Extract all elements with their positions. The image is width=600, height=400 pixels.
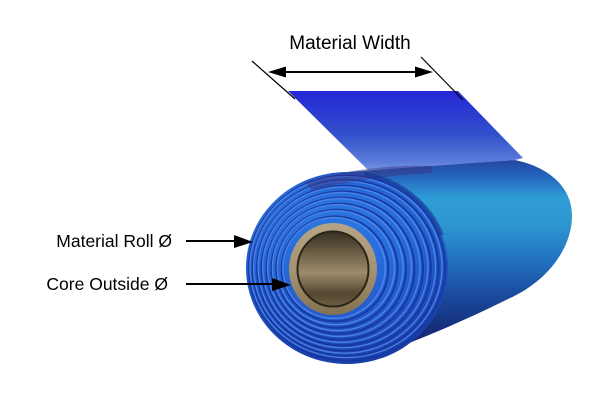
winding-ring-highlight (266, 197, 413, 338)
roll-illustration (246, 91, 573, 364)
winding-ring-highlight (276, 210, 396, 326)
winding-ring-groove (270, 202, 408, 335)
material-width-arrowhead-left (268, 66, 286, 78)
winding-ring-highlight (252, 180, 437, 354)
core-outside-arrowhead (272, 278, 291, 291)
winding-ring-groove (260, 190, 424, 347)
material-width-arrowhead-right (415, 66, 433, 78)
winding-ring-highlight (261, 191, 421, 344)
winding-ring-groove (275, 208, 399, 329)
material-roll-arrowhead (234, 235, 253, 248)
extension-line-left (251, 60, 296, 100)
material-sheet (288, 91, 523, 170)
winding-ring-groove (265, 196, 416, 341)
winding-ring-groove (280, 215, 390, 323)
sheet-liftoff-shadow (305, 165, 432, 190)
core-outside-label: Core Outside Ø (46, 274, 168, 294)
winding-ring-highlight (282, 216, 387, 320)
winding-ring-groove (256, 184, 432, 352)
face-shadow-arc (363, 172, 444, 236)
winding-rings (247, 174, 447, 362)
winding-ring-groove (247, 174, 447, 362)
winding-ring-groove (251, 179, 440, 358)
material-width-label: Material Width (289, 33, 410, 54)
winding-ring-highlight (271, 203, 404, 332)
winding-ring-highlight (249, 175, 443, 359)
material-roll-label: Material Roll Ø (56, 231, 172, 251)
extension-line-right (420, 56, 464, 101)
annotations: Material Width Material Roll Ø Core Outs… (46, 33, 464, 294)
core-hole (296, 230, 370, 308)
winding-ring-highlight (257, 186, 429, 349)
